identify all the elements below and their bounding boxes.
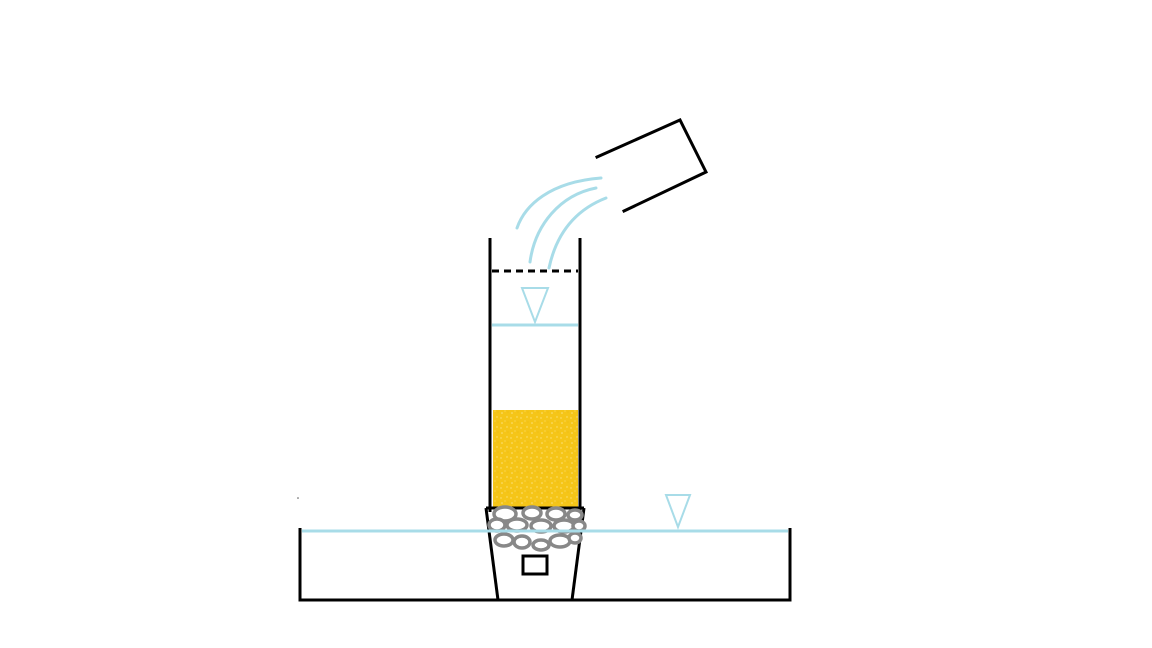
outer-tank: [298, 528, 792, 602]
water-level-triangle-icon: [520, 287, 550, 325]
pouring-water-stream: [515, 176, 608, 270]
sand-layer: [493, 410, 578, 508]
water-level-triangle-icon: [664, 494, 692, 530]
gravel-layer: [487, 505, 587, 552]
filter-column: [488, 238, 582, 512]
stray-dot: [297, 497, 299, 499]
tilted-pouring-container: [595, 118, 709, 213]
